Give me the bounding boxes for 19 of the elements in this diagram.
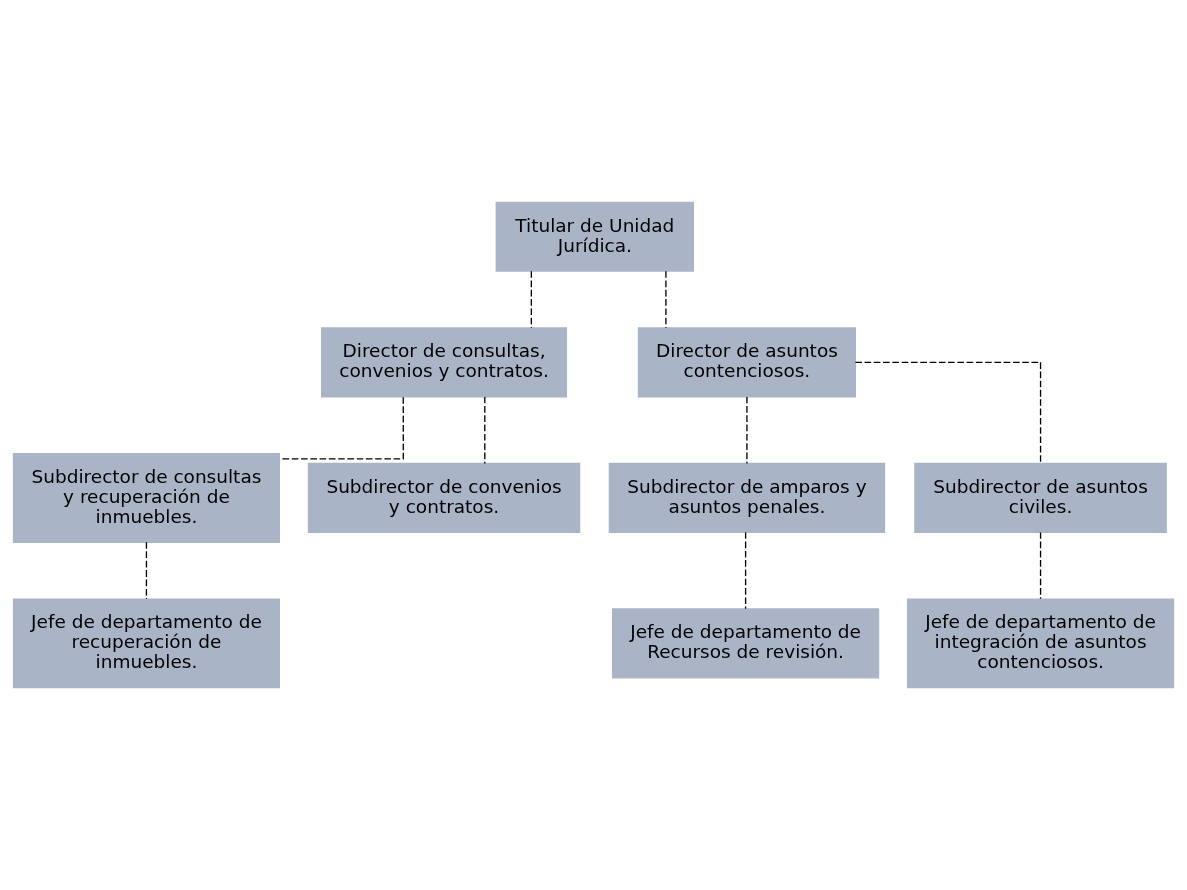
connector — [746, 396, 748, 465]
connector — [279, 396, 404, 460]
node-box: Subdirector de convenios y contratos. — [307, 462, 581, 533]
connector — [530, 270, 532, 329]
node-box: Jefe de departamento de Recursos de revisión. — [612, 608, 880, 679]
node-box: Subdirector de asuntos civiles. — [914, 462, 1167, 533]
connector — [145, 541, 148, 600]
connector — [744, 531, 747, 610]
node-box: Subdirector de amparos y asuntos penales. — [608, 462, 886, 533]
connector — [665, 270, 667, 329]
node-box: Director de consultas, convenios y contratos. — [321, 327, 568, 398]
node-box: Titular de Unidad Jurídica. — [495, 201, 694, 272]
connector — [854, 361, 1042, 464]
node-box: Director de asuntos contenciosos. — [637, 327, 857, 398]
node-box: Subdirector de consultas y recuperación de inmuebles. — [12, 452, 281, 543]
node-box: Jefe de departamento de recuperación de inmuebles. — [12, 598, 281, 689]
node-box: Jefe de departamento de integración de asuntos contenciosos. — [906, 598, 1175, 689]
connector — [1039, 531, 1042, 600]
connector — [484, 396, 486, 465]
